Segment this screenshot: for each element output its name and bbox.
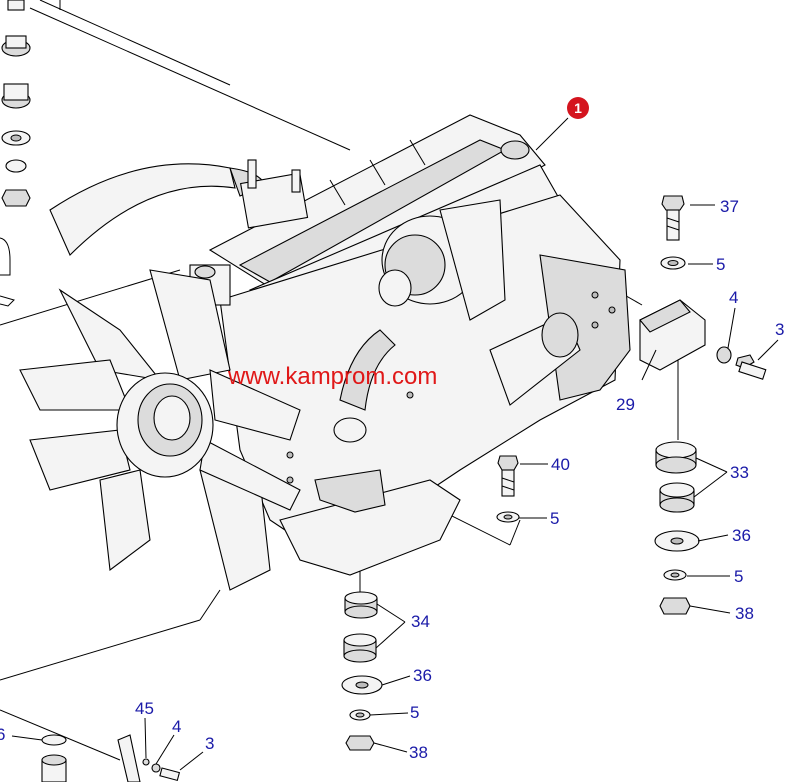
callout-leaders <box>11 117 779 771</box>
upper-hose <box>49 163 236 256</box>
callout-6: 6 <box>0 725 5 744</box>
watermark-text: www.kamprom.com <box>227 363 437 390</box>
cooling-fan <box>19 269 301 591</box>
callout-4-right: 4 <box>729 288 738 307</box>
callout-5-center-top: 5 <box>550 509 559 528</box>
callout-37: 37 <box>720 197 739 216</box>
badge-number: 1 <box>574 100 582 116</box>
callout-33: 33 <box>730 463 749 482</box>
callout-5-center-bottom: 5 <box>410 703 419 722</box>
callout-29: 29 <box>616 395 635 414</box>
callout-40: 40 <box>551 455 570 474</box>
center-mount-assembly <box>341 455 520 751</box>
callout-3-bottom: 3 <box>205 734 214 753</box>
callout-36-center: 36 <box>413 666 432 685</box>
callout-4-bottom: 4 <box>172 717 181 736</box>
callout-45: 45 <box>135 699 154 718</box>
callout-3-right: 3 <box>775 320 784 339</box>
callout-5-right-top: 5 <box>716 255 725 274</box>
callout-34: 34 <box>411 612 430 631</box>
bottom-left-parts <box>41 734 181 782</box>
callout-5-right-bottom: 5 <box>734 567 743 586</box>
callout-36-right: 36 <box>732 526 751 545</box>
reference-badge <box>567 97 589 119</box>
engine-block <box>189 114 631 576</box>
left-column-parts <box>0 0 31 307</box>
right-mount-assembly <box>639 195 767 615</box>
callout-38-right: 38 <box>735 604 754 623</box>
callout-38-center: 38 <box>409 743 428 762</box>
